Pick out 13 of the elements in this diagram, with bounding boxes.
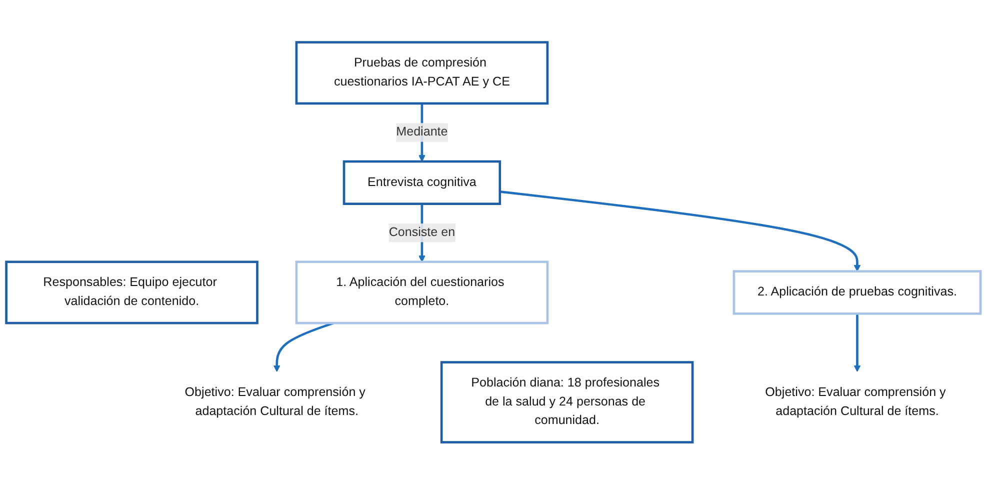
edge-label: Consiste en	[388, 226, 456, 240]
arrow	[273, 322, 334, 372]
arrow	[854, 314, 861, 372]
node-text: Objetivo: Evaluar comprensión y adaptación Cultural de ítems.	[184, 386, 366, 418]
edge-label: Mediante	[396, 126, 448, 139]
node-box: Pruebas de compresión cuestionarios IA-PCAT AE y CE	[295, 41, 549, 105]
node-text: Objetivo: Evaluar comprensión y adaptación Cultural de ítems.	[765, 386, 946, 418]
node-box: Población diana: 18 profesionales de la salud y 24 personas de comunidad.	[440, 361, 694, 444]
node-box: 2. Aplicación de pruebas cognitivas.	[732, 270, 982, 316]
node-box: Entrevista cognitiva	[342, 160, 502, 206]
node-box: 1. Aplicación del cuestionarios completo.	[295, 260, 549, 324]
arrow	[500, 190, 861, 272]
node-box: Responsables: Equipo ejecutor validación de contenido.	[5, 260, 258, 324]
